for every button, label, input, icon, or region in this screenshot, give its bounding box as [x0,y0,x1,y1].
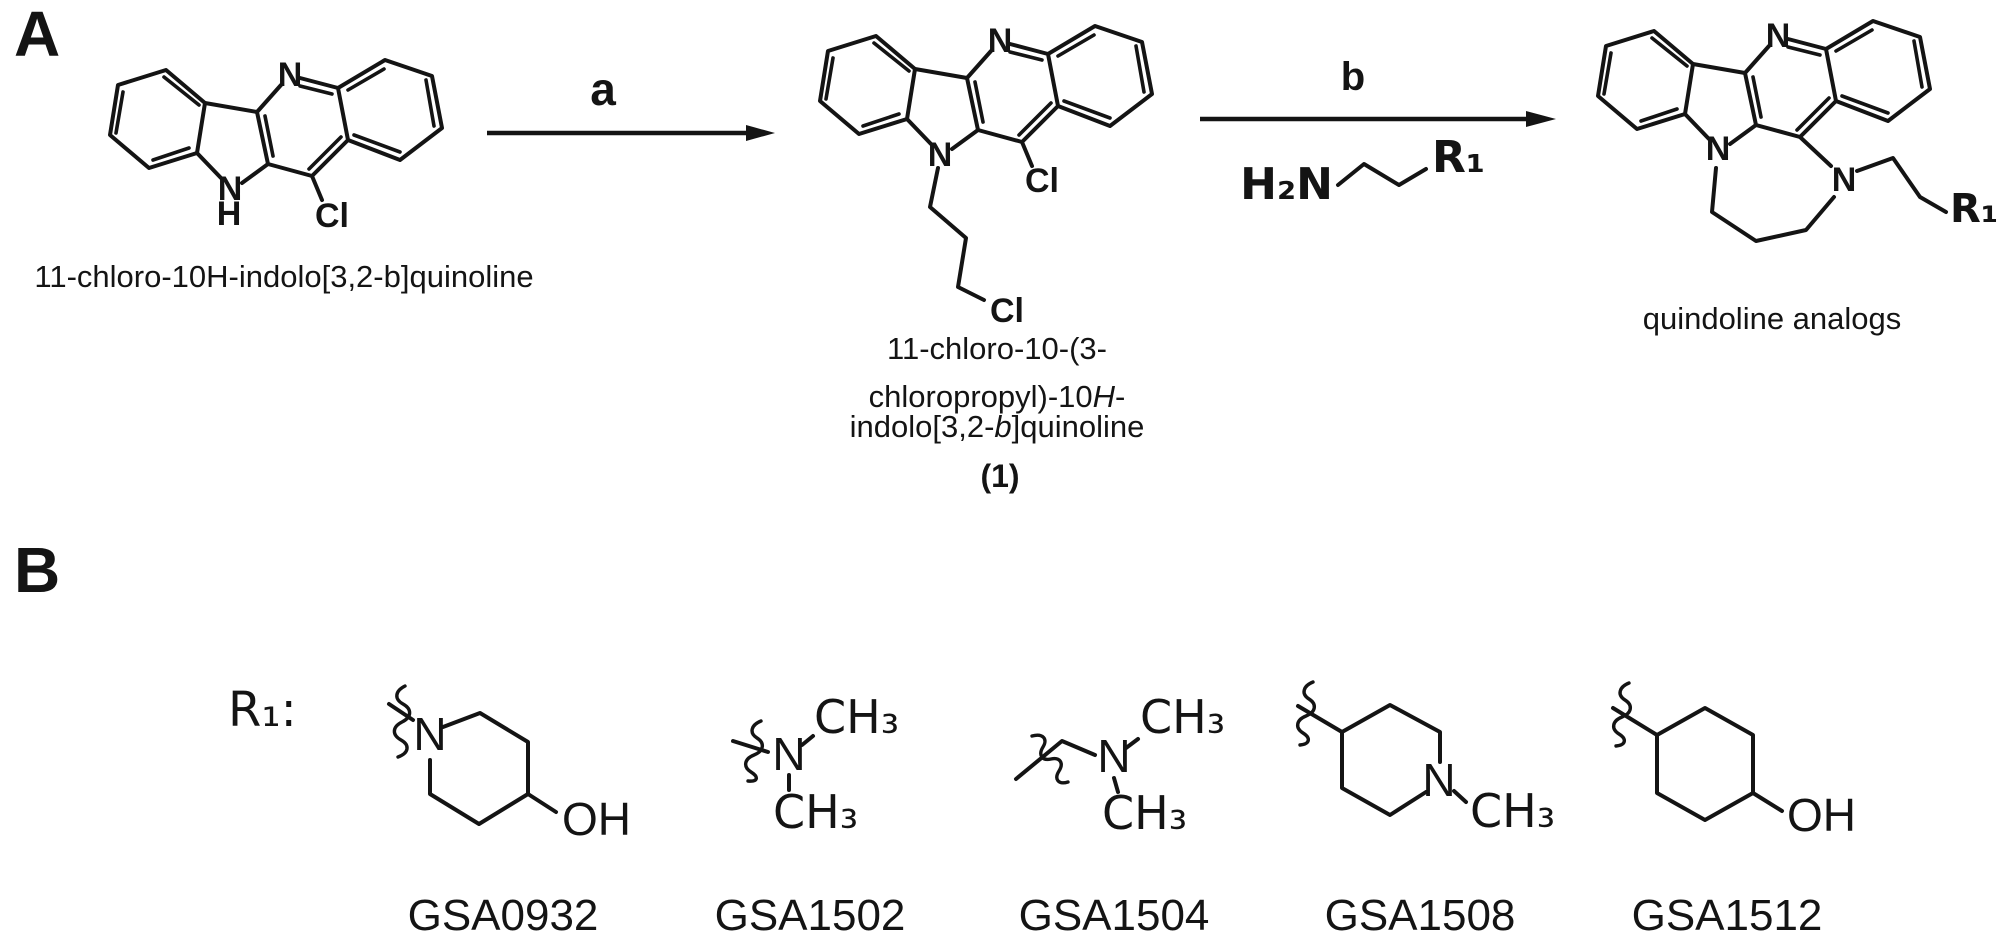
ring-chlorine-bond [1020,140,1034,168]
benzene-ring-right-bonds [336,58,444,162]
name-line3-italic-b: b [994,409,1011,444]
wavy-attachment-icon [392,684,412,759]
amine-reagent: H₂N R₁ [1240,132,1485,210]
cyclohexane-ring-bonds [1655,706,1755,822]
name-line2-pre: chloropropyl)-10 [869,379,1093,414]
intermediate-chain-cl-label: Cl [990,292,1024,330]
product-quinoline-n-label: N [1766,17,1791,55]
benzene-ring-left-bonds [108,68,207,170]
methyl-ch3-top-label: CH₃ [814,690,899,744]
reaction-arrow-a: a [487,63,775,141]
substituent-gsa1512: OH GSA1512 [1611,681,1856,940]
r1-side-chain-bonds [1855,156,1948,214]
double-bond-lines [824,33,1146,137]
intermediate-structure: N N Cl Cl 11-chloro-10-(3- chloropropyl)… [818,22,1154,494]
step-b-label: b [1341,55,1365,99]
piperidine-n-label: N [413,708,446,760]
amine-r1-label: R₁ [1432,132,1485,183]
reactant-nh-h-label: H [217,195,242,233]
hydroxyl-bond [526,792,558,814]
reactant-name-caption: 11-chloro-10H-indolo[3,2-b]quinoline [34,259,533,294]
substituent-gsa0932: N OH GSA0932 [387,684,631,940]
arrow-b-head-icon [1526,111,1556,127]
reactant-quinoline-n-label: N [278,56,303,94]
name-line2-italic-h: H [1093,379,1116,414]
intermediate-name-line2: chloropropyl)-10H- [869,379,1126,414]
double-bond-lines [114,67,436,171]
pyrrole-ring-bonds [1683,62,1758,146]
substituent-gsa1508: N CH₃ GSA1508 [1296,680,1555,940]
intermediate-name-line3: indolo[3,2-b]quinoline [850,409,1145,444]
reaction-arrow-b: b H₂N R₁ [1200,55,1556,210]
arrow-a-head-icon [746,125,775,141]
piperidine-n-label: N [1422,754,1455,806]
pyrrole-ring-bonds [905,67,980,151]
intermediate-quinoline-n-label: N [988,22,1013,60]
substituent-code: GSA1508 [1325,891,1516,940]
n-methyl-bond [1452,789,1468,804]
seven-membered-ring-bonds [1710,135,1836,243]
intermediate-name-line1: 11-chloro-10-(3- [887,331,1107,366]
amine-n-label: N [772,728,805,780]
substituent-gsa1504: N CH₃ CH₃ GSA1504 [1014,690,1225,940]
benzene-ring-right-bonds [1046,24,1154,128]
step-a-label: a [590,63,616,115]
n-methyl-bonds [787,734,815,792]
substituent-gsa1502: N CH₃ CH₃ GSA1502 [715,690,906,940]
panel-b-letter: B [14,534,60,606]
name-line2-post: - [1115,379,1125,414]
amine-chain-bonds [1336,162,1428,187]
wavy-attachment-icon [1612,681,1632,748]
attachment-bond [1296,704,1344,734]
pyridine-ring-bonds [1743,37,1838,139]
amine-h2n-label: H₂N [1240,159,1333,210]
methyl-ch3-bottom-label: CH₃ [1102,786,1187,840]
methyl-ch3-bottom-label: CH₃ [773,785,858,839]
methyl-ch3-top-label: CH₃ [1140,690,1225,744]
hydroxyl-oh-label: OH [562,793,631,845]
reactant-cl-label: Cl [315,197,349,235]
double-bond-lines [1602,28,1924,132]
substituent-code: GSA0932 [408,891,599,940]
piperidine-ring-bonds [1340,703,1442,817]
benzene-ring-right-bonds [1824,19,1932,123]
r1-heading: R₁: [228,682,297,738]
chlorine-bond [310,174,324,202]
chloropropyl-chain-bonds [928,166,986,302]
product-r1-label: R₁ [1950,186,1998,232]
substituent-code: GSA1502 [715,891,906,940]
panel-a-letter: A [14,0,60,70]
wavy-attachment-icon [1296,680,1316,747]
product-name-caption: quindoline analogs [1643,301,1902,336]
name-line3-post: ]quinoline [1012,409,1145,444]
benzene-ring-left-bonds [818,34,917,136]
product-indole-n-label: N [1706,130,1731,168]
hydroxyl-oh-label: OH [1787,789,1856,841]
substituent-code: GSA1504 [1019,891,1210,940]
n-methyl-bonds [1112,737,1140,794]
product-amine-n-label: N [1832,161,1857,199]
reactant-indole-n-label: N [218,170,243,208]
hydroxyl-bond [1751,791,1784,813]
substituent-code: GSA1512 [1632,891,1823,940]
compound-number-label: (1) [980,458,1019,494]
pyridine-ring-bonds [965,42,1060,144]
intermediate-ring-cl-label: Cl [1025,162,1059,200]
attachment-bond [1611,706,1659,737]
intermediate-indole-n-label: N [928,136,953,174]
methylene-bonds [1014,739,1097,781]
pyrrole-ring-bonds [195,101,270,185]
product-structure: N N N R₁ quindoline analogs [1596,17,1998,336]
methyl-ch3-label: CH₃ [1470,784,1555,838]
pyridine-ring-bonds [255,76,350,178]
benzene-ring-left-bonds [1596,29,1695,131]
name-line3-pre: indolo[3,2- [850,409,995,444]
wavy-attachment-icon [744,719,764,783]
wavy-attachment-icon [1030,733,1070,785]
reactant-structure: N N H Cl 11-chloro-10H-indolo[3,2-b]quin… [34,56,533,294]
amine-n-label: N [1097,730,1130,782]
